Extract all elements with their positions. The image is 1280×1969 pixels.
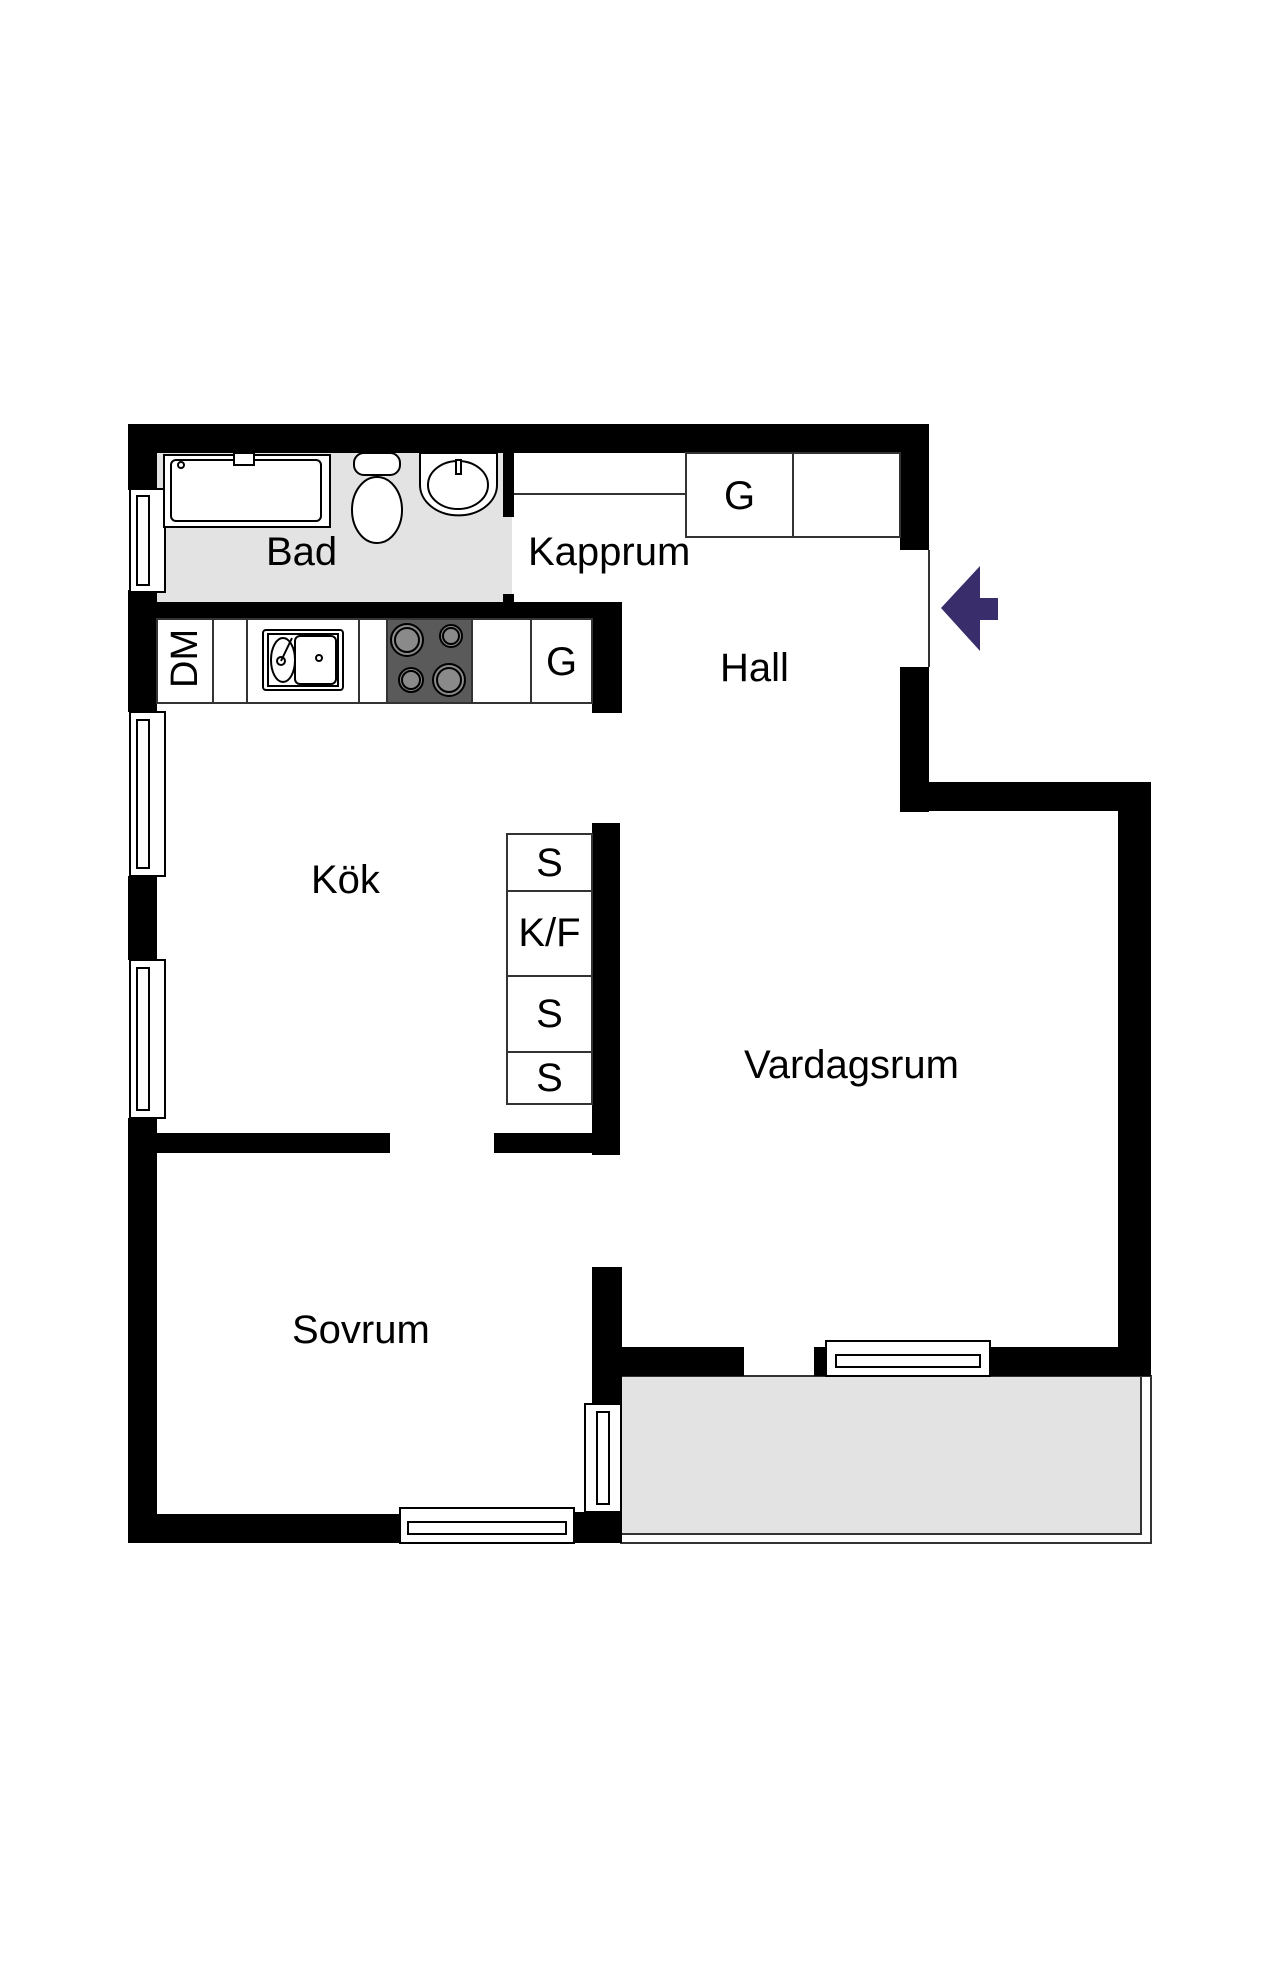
window-bathroom [129, 488, 166, 593]
windows [129, 488, 991, 1544]
room-label-vardagsrum: Vardagsrum [744, 1043, 959, 1087]
window-kitchen-2 [129, 959, 166, 1119]
window-sovrum-side [584, 1403, 622, 1513]
tall-unit-label-4: S [536, 1056, 563, 1100]
room-label-kapprum: Kapprum [528, 530, 691, 574]
kitchen-sink [262, 629, 344, 691]
wardrobe-label: G [723, 474, 756, 518]
tall-unit-label-2: K/F [518, 911, 581, 955]
kitchen-counter [156, 618, 593, 704]
window-living [825, 1340, 991, 1377]
toilet [351, 452, 403, 544]
window-sovrum-bottom [399, 1507, 575, 1544]
tall-unit-label-3: S [536, 992, 563, 1036]
tall-units [506, 833, 593, 1105]
room-label-sovrum: Sovrum [292, 1308, 430, 1352]
balcony-floor [620, 1375, 1142, 1535]
dishwasher-label: DM [164, 628, 206, 688]
window-kitchen-1 [129, 711, 166, 877]
tall-unit-label-1: S [536, 841, 563, 885]
cooktop-burners [390, 623, 466, 697]
kapprum-wardrobe [514, 452, 901, 538]
kitchen-cabinet-label: G [545, 640, 578, 684]
room-label-hall: Hall [720, 646, 789, 690]
walls [128, 424, 1151, 1543]
entrance-arrow-icon [941, 566, 998, 651]
sink [419, 452, 498, 517]
room-label-kok: Kök [311, 858, 380, 902]
bathtub [163, 452, 331, 528]
room-label-bad: Bad [266, 530, 338, 574]
